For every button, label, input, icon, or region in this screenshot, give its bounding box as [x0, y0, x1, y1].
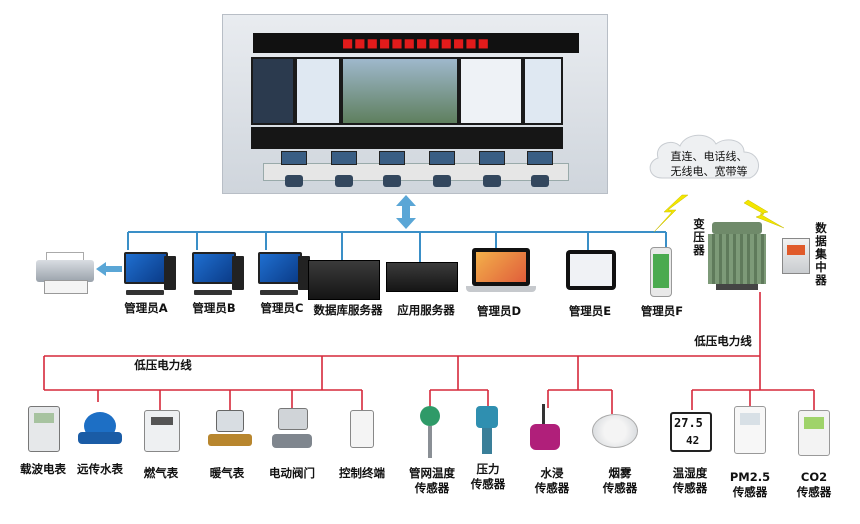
video-wall-screen [523, 57, 563, 125]
field-device-label-line1: 烟雾 [608, 466, 632, 480]
field-device-label: 燃气表 [143, 466, 179, 480]
field-device-label-line1: PM2.5 [729, 470, 771, 484]
printer-icon [36, 252, 94, 294]
field-device-label-line2: 传感器 [672, 481, 708, 495]
thermo-temp-readout: 27.5 [674, 416, 703, 430]
chair [285, 175, 303, 187]
laptop-icon [466, 248, 536, 296]
transformer-label: 变压器 [693, 217, 705, 257]
field-device-label: 暖气表 [209, 466, 245, 480]
chair [531, 175, 549, 187]
water-meter-icon [78, 404, 122, 448]
field-device-label: 远传水表 [77, 462, 123, 476]
field-device-label: 载波电表 [20, 462, 66, 476]
pc-icon [124, 252, 180, 298]
lan-device-label: 管理员D [476, 304, 522, 318]
app-server-icon [386, 262, 458, 292]
console-monitor [281, 151, 307, 165]
video-wall-screen [295, 57, 341, 125]
control-terminal-icon [350, 410, 374, 448]
console-monitor [379, 151, 405, 165]
gas-meter-icon [144, 410, 180, 452]
field-device-label: 电动阀门 [269, 466, 315, 480]
wireless-bolts [653, 194, 785, 233]
heat-meter-icon [208, 410, 252, 452]
field-device-label: 控制终端 [339, 466, 385, 480]
power-bus [43, 292, 815, 414]
field-device-label-line1: 压力 [476, 462, 500, 476]
field-device-label-line2: 传感器 [470, 477, 506, 491]
transformer-icon [708, 222, 766, 290]
console-monitor [527, 151, 553, 165]
pipe-temperature-sensor-icon [418, 406, 442, 458]
concentrator-icon [782, 238, 810, 274]
pm25-sensor-icon [734, 406, 766, 454]
cloud-shape [649, 134, 759, 179]
carrier-meter-icon [28, 406, 60, 452]
electric-valve-icon [272, 408, 312, 454]
thermo-hum-readout: 42 [686, 434, 700, 447]
field-device-label-line2: 传感器 [534, 481, 570, 495]
field-device-label-line2: 传感器 [602, 481, 638, 495]
smoke-sensor-icon [592, 414, 638, 448]
field-device-label-line2: 传感器 [796, 485, 832, 499]
field-device-label-line1: 温湿度 [672, 466, 708, 480]
lan-device-label: 管理员C [260, 301, 304, 315]
console-desk [263, 163, 569, 181]
field-device-label-line1: 水浸 [540, 466, 564, 480]
tablet-icon [566, 250, 616, 290]
lan-device-label: 数据库服务器 [313, 303, 383, 317]
video-wall-screen [251, 57, 295, 125]
concentrator-label: 数据集中器 [815, 221, 827, 287]
cloud-text-line1: 直连、电话线、 [670, 150, 748, 163]
chair [335, 175, 353, 187]
field-device-label-line1: 管网温度 [409, 466, 455, 480]
lan-device-label: 管理员B [192, 301, 236, 315]
cloud-text-line2: 无线电、宽带等 [670, 165, 748, 178]
lan-device-label: 管理员F [640, 304, 684, 318]
printer-arrow [96, 262, 122, 276]
link-arrow [396, 195, 416, 229]
control-room-banner: ■■■■■■■■■■■■ [253, 33, 579, 53]
field-device-label-line2: 传感器 [414, 481, 450, 495]
pressure-sensor-icon [472, 406, 502, 456]
power-line-label-left: 低压电力线 [134, 358, 192, 372]
pc-icon [192, 252, 248, 298]
pc-icon [258, 252, 314, 298]
console-monitor [331, 151, 357, 165]
lan-device-label: 管理员A [124, 301, 168, 315]
chair [383, 175, 401, 187]
chair [433, 175, 451, 187]
co2-sensor-icon [798, 410, 830, 456]
lan-device-label: 应用服务器 [397, 303, 455, 317]
cabinet [251, 127, 563, 149]
field-device-label-line2: 传感器 [732, 485, 768, 499]
power-line-label-right: 低压电力线 [694, 334, 752, 348]
chair [483, 175, 501, 187]
temperature-humidity-sensor-icon: 27.5 42 [670, 412, 712, 452]
lan-bus [127, 231, 667, 262]
database-server-icon [308, 260, 380, 300]
console-monitor [429, 151, 455, 165]
control-room-image: ■■■■■■■■■■■■ [222, 14, 608, 194]
console-monitor [479, 151, 505, 165]
water-immersion-sensor-icon [528, 404, 564, 454]
lan-device-label: 管理员E [568, 304, 612, 318]
video-wall-screen [341, 57, 459, 125]
video-wall-screen [459, 57, 523, 125]
field-device-label-line1: CO2 [800, 470, 828, 484]
phone-icon [650, 247, 672, 297]
